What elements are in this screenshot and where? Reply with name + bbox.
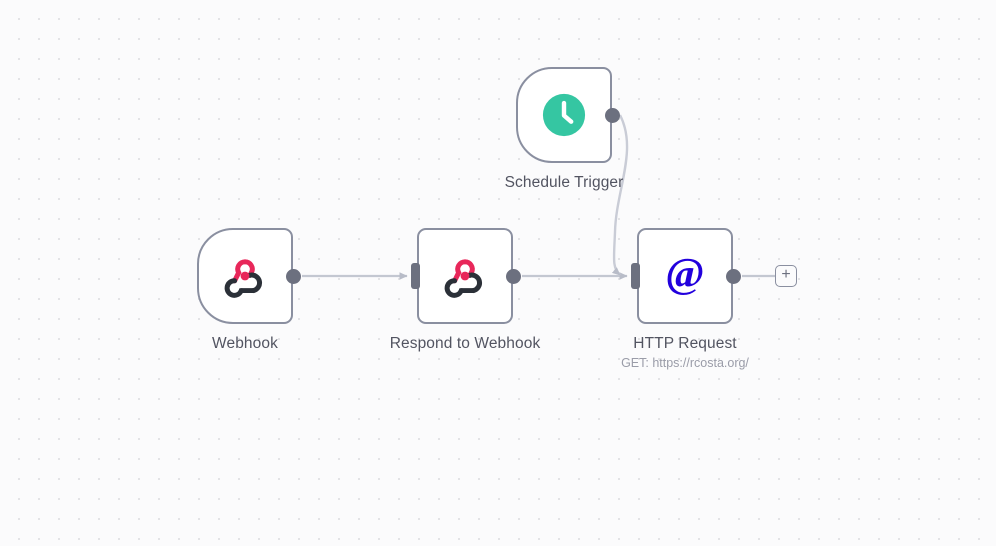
node-label-respond-to-webhook: Respond to Webhook xyxy=(389,335,541,352)
input-endpoint-http-request[interactable] xyxy=(631,263,640,289)
svg-text:@: @ xyxy=(665,253,704,297)
node-label-webhook: Webhook xyxy=(212,335,278,352)
node-label-http-request: HTTP Request xyxy=(633,335,737,352)
output-endpoint-respond-to-webhook[interactable] xyxy=(506,269,521,284)
output-endpoint-schedule-trigger[interactable] xyxy=(605,108,620,123)
node-label-schedule-trigger: Schedule Trigger xyxy=(504,174,624,191)
output-endpoint-webhook[interactable] xyxy=(286,269,301,284)
node-schedule-trigger[interactable] xyxy=(516,67,612,163)
webhook-icon xyxy=(444,259,483,298)
node-respond-to-webhook[interactable] xyxy=(417,228,513,324)
node-webhook[interactable] xyxy=(197,228,293,324)
webhook-icon xyxy=(224,259,263,298)
at-sign-icon: @ xyxy=(665,253,704,297)
node-sublabel-http-request: GET: https://rcosta.org/ xyxy=(621,356,749,370)
output-endpoint-http-request[interactable] xyxy=(726,269,741,284)
input-endpoint-respond-to-webhook[interactable] xyxy=(411,263,420,289)
add-node-button[interactable]: + xyxy=(775,265,797,287)
node-http-request[interactable]: @ xyxy=(637,228,733,324)
clock-icon xyxy=(542,93,586,137)
connection-schedule-to-http[interactable] xyxy=(611,114,629,276)
